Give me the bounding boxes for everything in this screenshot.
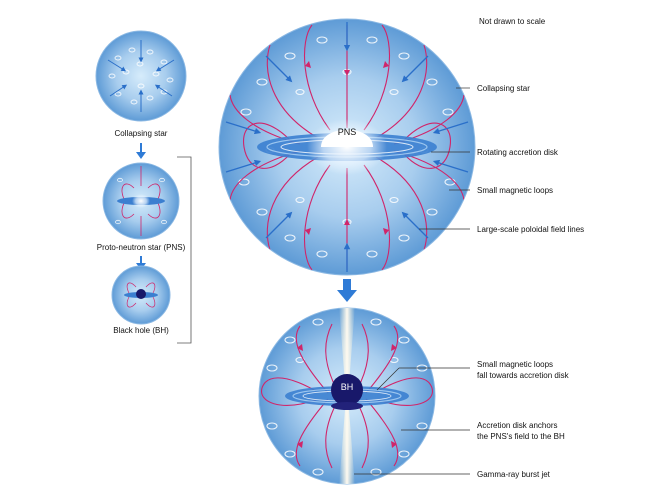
collapse-inflow-arrows bbox=[225, 22, 469, 272]
left-proto-neutron-star bbox=[102, 162, 180, 240]
anchored-field-lines bbox=[261, 323, 433, 469]
main-bh-sphere bbox=[258, 307, 436, 485]
label-proto-neutron-star: Proto-neutron star (PNS) bbox=[97, 243, 186, 252]
callout-disk-anchors-line2: the PNS's field to the BH bbox=[477, 432, 565, 441]
main-pns-sphere bbox=[218, 18, 476, 276]
bh-core-icon bbox=[136, 289, 146, 299]
callout-rotating-disk: Rotating accretion disk bbox=[477, 148, 559, 157]
callout-loops-fall-line2: fall towards accretion disk bbox=[477, 371, 570, 380]
label-collapsing-star: Collapsing star bbox=[115, 129, 168, 138]
gamma-ray-burst-jet bbox=[339, 308, 355, 484]
small-loops-icon bbox=[115, 177, 167, 225]
callout-disk-anchors-line1: Accretion disk anchors bbox=[477, 421, 557, 430]
callout-loops-fall-line1: Small magnetic loops bbox=[477, 360, 553, 369]
label-black-hole: Black hole (BH) bbox=[113, 326, 169, 335]
small-magnetic-loops-icon bbox=[266, 318, 428, 476]
callout-leaders bbox=[354, 87, 470, 475]
inflow-arrows-icon bbox=[107, 40, 175, 112]
pns-label: PNS bbox=[338, 127, 357, 137]
pns-core-icon bbox=[132, 194, 150, 208]
callout-small-loops: Small magnetic loops bbox=[477, 186, 553, 195]
field-direction-arrowheads bbox=[297, 344, 397, 448]
small-loops-icon bbox=[108, 47, 174, 105]
bracket-connector bbox=[177, 156, 192, 344]
down-arrow-1-icon bbox=[136, 143, 146, 159]
callout-poloidal-lines: Large-scale poloidal field lines bbox=[477, 225, 584, 234]
field-direction-arrowheads bbox=[305, 61, 389, 235]
pns-core bbox=[307, 119, 387, 175]
black-hole-core bbox=[331, 374, 363, 410]
left-black-hole bbox=[111, 265, 171, 325]
left-collapsing-star bbox=[95, 30, 187, 122]
not-to-scale-note: Not drawn to scale bbox=[479, 17, 546, 26]
field-lines-icon bbox=[126, 282, 156, 308]
bh-label: BH bbox=[341, 382, 354, 392]
callout-jet: Gamma-ray burst jet bbox=[477, 470, 551, 479]
callout-collapsing-star: Collapsing star bbox=[477, 84, 530, 93]
field-lines-icon bbox=[121, 166, 161, 236]
transition-arrow-icon bbox=[337, 279, 357, 302]
